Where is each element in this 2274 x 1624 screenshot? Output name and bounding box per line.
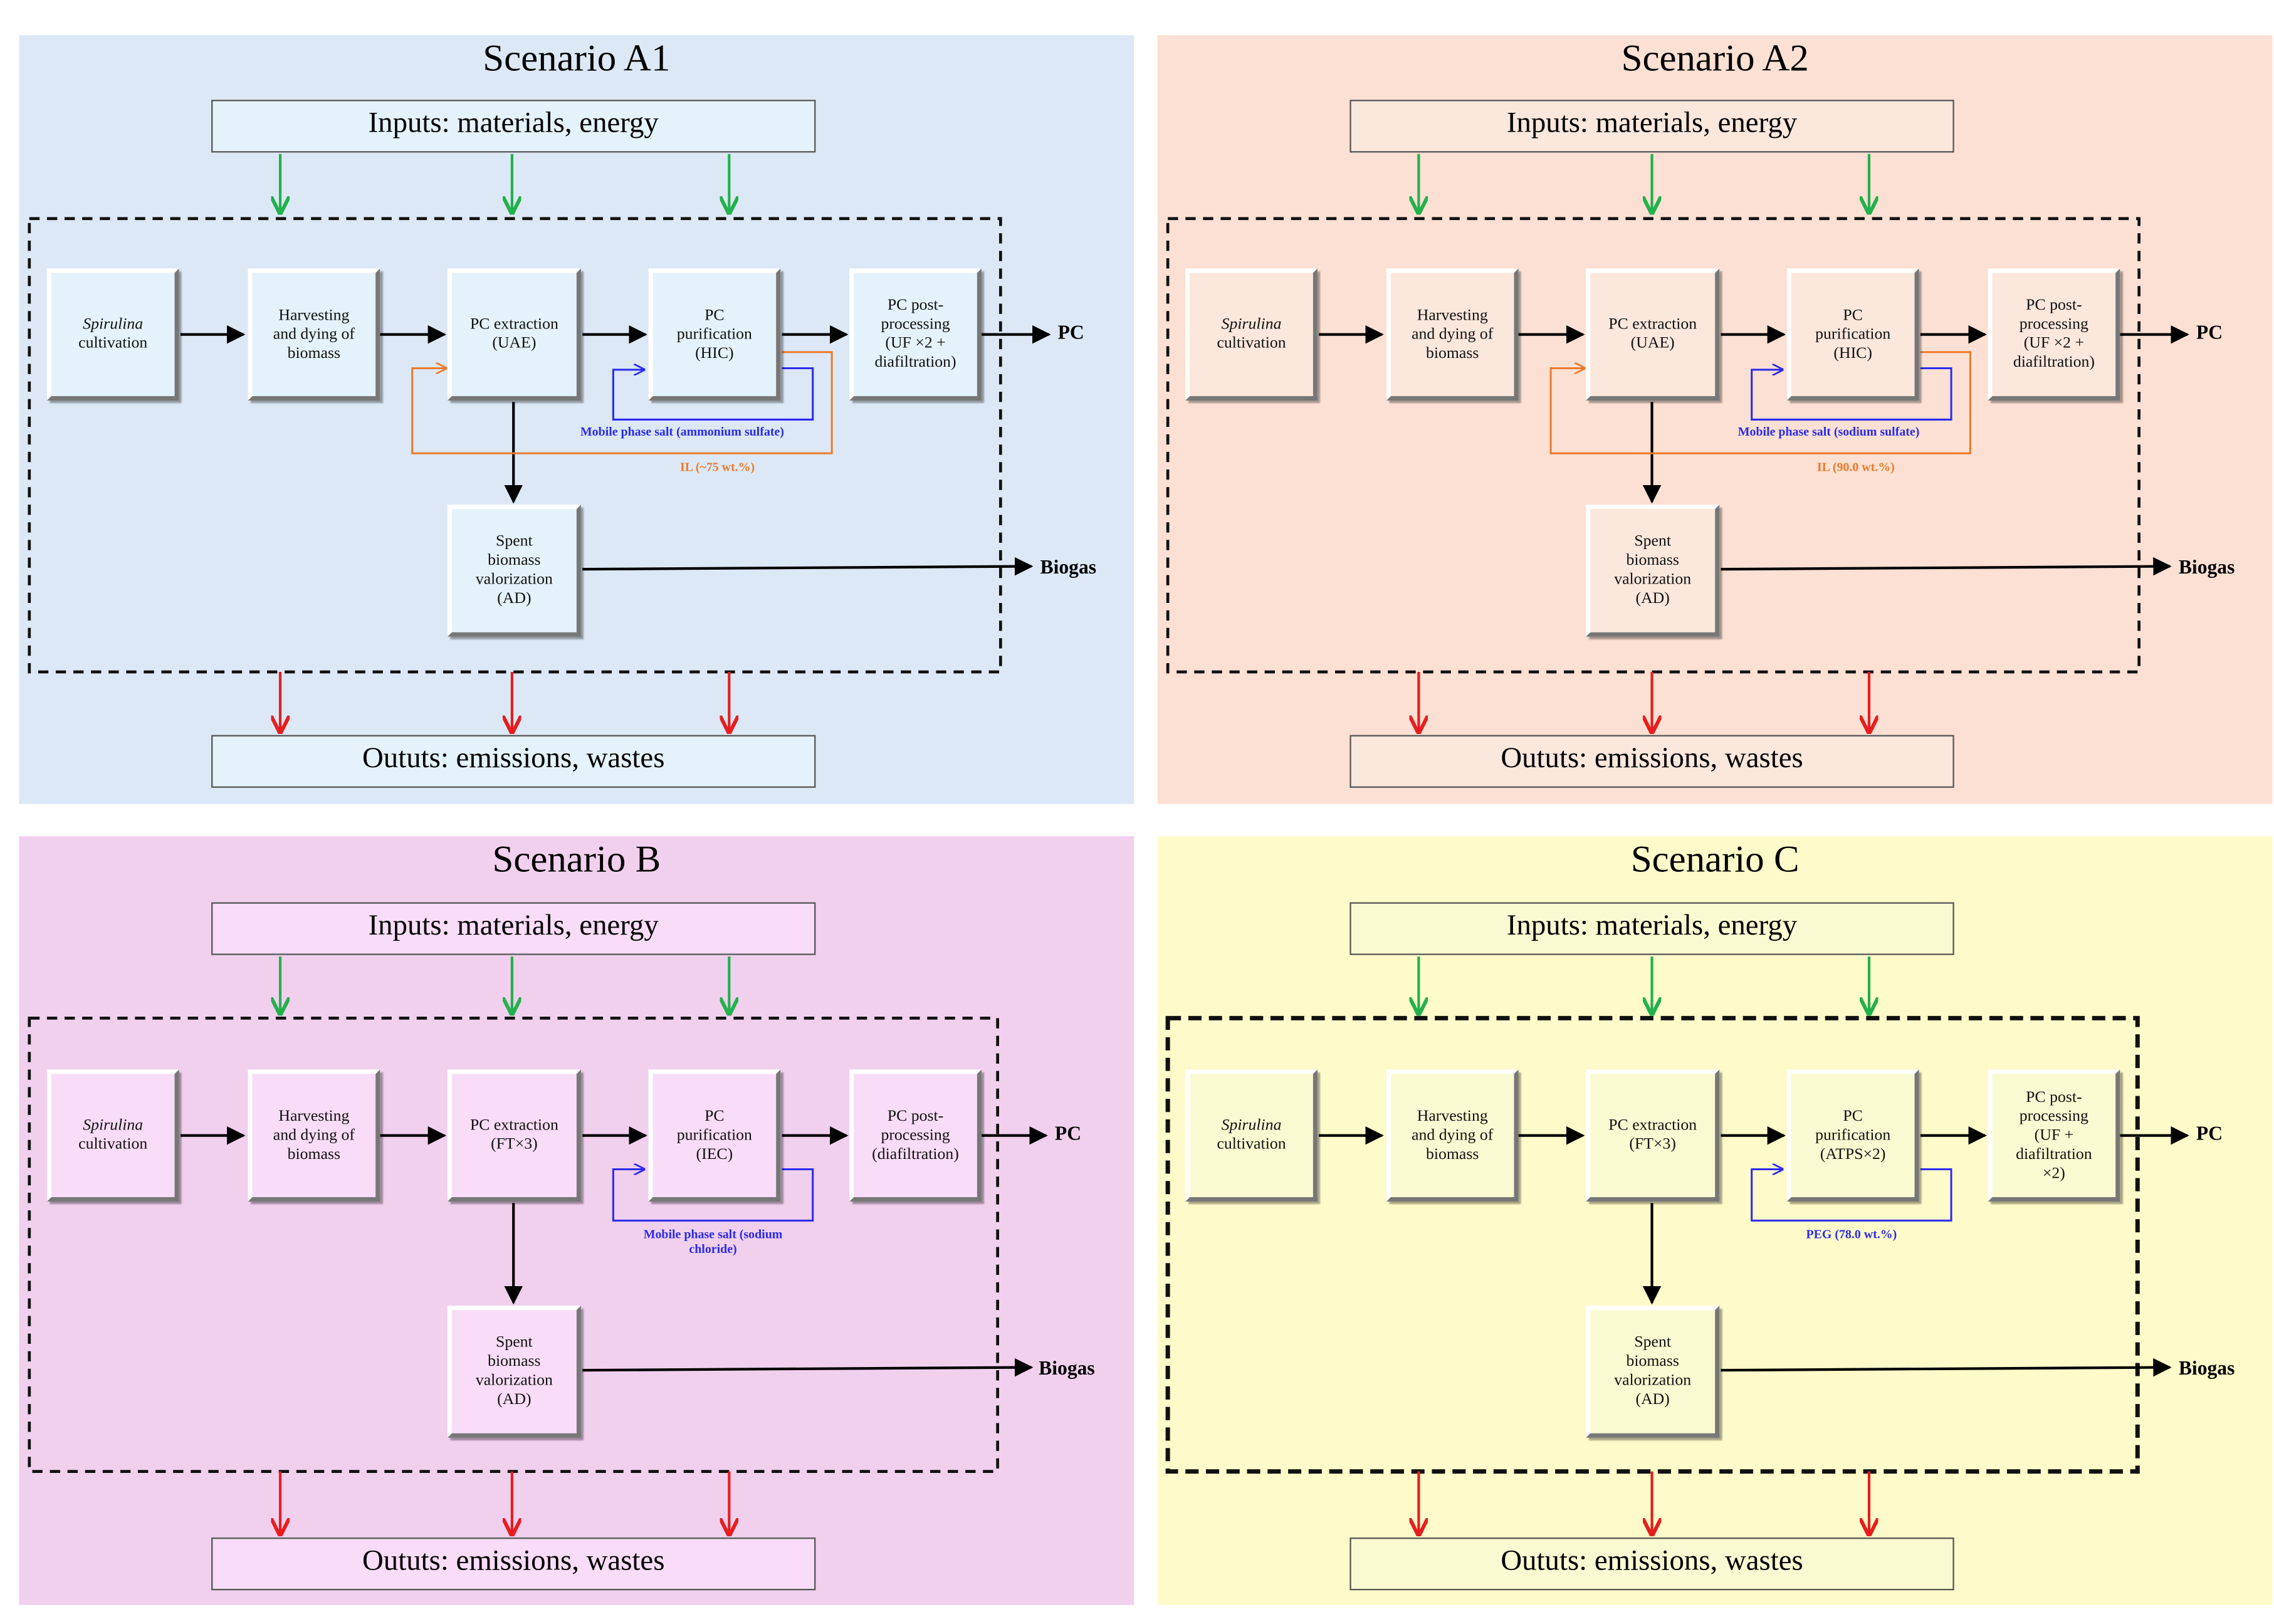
- panel-title: Scenario B: [492, 837, 661, 881]
- step-pc-post-processing: PC post- processing (UF ×2 + diafiltrati…: [849, 268, 982, 401]
- step-harvesting: Harvesting and dying of biomass: [248, 1069, 380, 1202]
- il-note: IL (90.0 wt.%): [1816, 459, 1895, 474]
- step-cultivation: Spirulina cultivation: [46, 268, 179, 401]
- step-cultivation: Spirulina cultivation: [46, 1069, 179, 1202]
- system-boundary: [1165, 1015, 2140, 1474]
- step-harvesting: Harvesting and dying of biomass: [1386, 1069, 1519, 1202]
- flow-lines: [28, 154, 1051, 804]
- biogas-label: Biogas: [1040, 556, 1097, 579]
- inputs-box: Inputs: materials, energy: [211, 902, 816, 955]
- step-pc-purification: PC purification (HIC): [648, 268, 781, 401]
- system-boundary: [28, 217, 1002, 674]
- outputs-box: Oututs: emissions, wastes: [211, 1537, 816, 1591]
- output-arrows: [1418, 672, 1869, 732]
- step-pc-purification: PC purification (HIC): [1786, 268, 1919, 401]
- output-arrows: [280, 1471, 729, 1535]
- system-boundary: [1166, 217, 2140, 674]
- product-label: PC: [1054, 1122, 1082, 1145]
- process-arrows: [1319, 1126, 2189, 1377]
- step-spent-biomass: Spent biomass valorization (AD): [447, 505, 581, 637]
- step-pc-purification: PC purification (IEC): [648, 1069, 781, 1202]
- inputs-box: Inputs: materials, energy: [1349, 100, 1954, 153]
- salt-note: Mobile phase salt (sodium chloride): [643, 1226, 783, 1256]
- process-arrows: [180, 1126, 1048, 1377]
- step-harvesting: Harvesting and dying of biomass: [248, 268, 380, 401]
- step-cultivation: Spirulina cultivation: [1185, 268, 1318, 401]
- salt-note: Mobile phase salt (ammonium sulfate): [580, 424, 784, 439]
- panel-title: Scenario A2: [1621, 36, 1809, 80]
- salt-recycle-loop: [612, 1169, 814, 1222]
- process-arrows: [1319, 325, 2189, 576]
- output-arrows: [1418, 1471, 1869, 1535]
- step-pc-post-processing: PC post- processing (diafiltration): [849, 1069, 982, 1202]
- step-spent-biomass: Spent biomass valorization (AD): [1586, 505, 1720, 637]
- salt-note: Mobile phase salt (sodium sulfate): [1737, 424, 1920, 439]
- inputs-box: Inputs: materials, energy: [1349, 902, 1954, 955]
- outputs-box: Oututs: emissions, wastes: [1349, 735, 1954, 788]
- outputs-box: Oututs: emissions, wastes: [1349, 1537, 1954, 1591]
- panel-scenario-a2: Scenario A2 Inputs: materials, energy Ou…: [1157, 35, 2273, 804]
- panel-scenario-b: Scenario B Inputs: materials, energy Out…: [19, 836, 1134, 1605]
- step-pc-extraction: PC extraction (UAE): [447, 268, 581, 401]
- il-recycle-loop: [1549, 351, 1971, 454]
- step-pc-purification: PC purification (ATPS×2): [1786, 1069, 1919, 1202]
- product-label: PC: [2196, 321, 2223, 343]
- step-spent-biomass: Spent biomass valorization (AD): [1586, 1306, 1720, 1438]
- input-arrows: [280, 956, 729, 1014]
- input-arrows: [280, 154, 729, 213]
- input-arrows: [1418, 956, 1869, 1014]
- biogas-label: Biogas: [2178, 556, 2235, 579]
- panel-title: Scenario C: [1630, 837, 1800, 881]
- panel-scenario-a1: Scenario A1 Inputs: materials, energy Ou…: [19, 35, 1134, 804]
- panel-title: Scenario A1: [483, 36, 671, 80]
- step-cultivation: Spirulina cultivation: [1185, 1069, 1318, 1202]
- peg-note: PEG (78.0 wt.%): [1806, 1226, 1897, 1242]
- biogas-label: Biogas: [2178, 1357, 2235, 1380]
- step-harvesting: Harvesting and dying of biomass: [1386, 268, 1519, 401]
- flow-lines: [1166, 154, 2189, 804]
- product-label: PC: [2196, 1122, 2223, 1145]
- salt-recycle-loop: [1751, 368, 1952, 421]
- step-pc-post-processing: PC post- processing (UF ×2 + diafiltrati…: [1988, 268, 2120, 401]
- output-arrows: [280, 672, 729, 732]
- product-label: PC: [1057, 321, 1084, 343]
- flow-lines: [28, 956, 1048, 1605]
- il-recycle-loop: [411, 351, 833, 454]
- panel-scenario-c: Scenario C Inputs: materials, energy Out…: [1157, 836, 2273, 1605]
- step-spent-biomass: Spent biomass valorization (AD): [447, 1306, 581, 1438]
- inputs-box: Inputs: materials, energy: [211, 100, 816, 153]
- system-boundary: [28, 1017, 999, 1473]
- outputs-box: Oututs: emissions, wastes: [211, 735, 816, 788]
- il-note: IL (~75 wt.%): [679, 459, 755, 474]
- biogas-label: Biogas: [1039, 1357, 1095, 1380]
- step-pc-extraction: PC extraction (FT×3): [447, 1069, 581, 1202]
- salt-recycle-loop: [612, 368, 814, 421]
- peg-recycle-loop: [1751, 1169, 1952, 1222]
- input-arrows: [1418, 154, 1869, 213]
- step-pc-extraction: PC extraction (FT×3): [1586, 1069, 1720, 1202]
- flow-lines: [1165, 956, 2189, 1605]
- step-pc-extraction: PC extraction (UAE): [1586, 268, 1720, 401]
- process-arrows: [180, 325, 1051, 576]
- step-pc-post-processing: PC post- processing (UF + diafiltration …: [1988, 1069, 2120, 1202]
